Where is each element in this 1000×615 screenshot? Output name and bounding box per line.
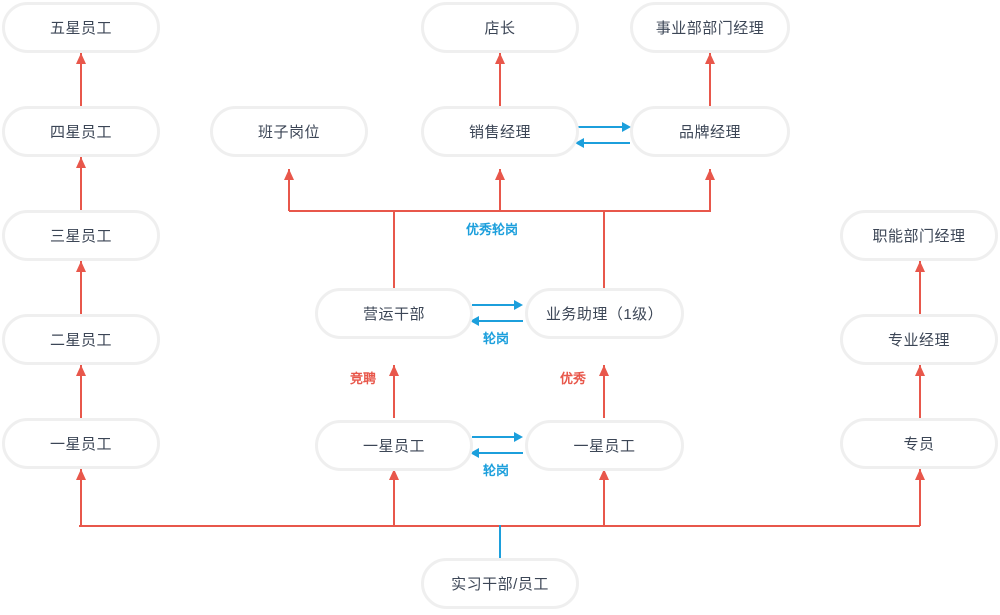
arrowhead-four-star <box>76 157 86 168</box>
edge-brand-mgr-to-div-dept-mgr <box>709 53 711 106</box>
edge-specialist-to-pro-mgr <box>919 365 921 418</box>
arrowhead-assistant <box>599 365 609 376</box>
edge-one-to-two-star <box>80 365 82 418</box>
edge-four-to-five-star <box>80 53 82 106</box>
node-label: 班子岗位 <box>257 124 320 141</box>
arrowhead-sales-mgr-lower <box>495 169 505 180</box>
node-functional-department-manager[interactable]: 职能部门经理 <box>840 210 998 261</box>
node-banzi-position[interactable]: 班子岗位 <box>210 106 368 157</box>
rotation-arrowhead-to-onestar-mid <box>470 448 479 458</box>
edge-label-rotation-lower: 轮岗 <box>483 463 510 478</box>
node-three-star-employee[interactable]: 三星员工 <box>2 210 160 261</box>
rotation-line-onestar-mid2-to-mid <box>479 452 523 454</box>
edge-two-to-three-star <box>80 261 82 314</box>
edge-bus-to-brand-mgr <box>709 169 711 211</box>
arrowhead-three-star <box>76 261 86 272</box>
node-specialist[interactable]: 专员 <box>840 418 998 469</box>
rotation-arrowhead-to-assistant <box>514 300 523 310</box>
edge-bus-to-one-star-left <box>80 469 82 526</box>
edge-bus-to-banzi <box>288 169 290 211</box>
rotation-arrowhead-to-brand <box>622 122 631 132</box>
node-label: 专业经理 <box>887 332 950 349</box>
rotation-arrowhead-to-yunying <box>470 316 479 326</box>
rotation-arrowhead-to-onestar-mid2 <box>514 432 523 442</box>
edge-label-rotation-upper: 轮岗 <box>483 331 510 346</box>
edge-label-competitive: 竞聘 <box>350 371 377 386</box>
node-label: 实习干部/员工 <box>451 576 549 593</box>
node-label: 一星员工 <box>49 436 112 453</box>
arrowhead-one-star-left <box>76 469 86 480</box>
edge-pro-to-func-dept-mgr <box>919 261 921 314</box>
edge-yunying-to-bus <box>393 210 395 314</box>
edge-bus-to-sales-mgr <box>499 169 501 211</box>
node-label: 三星员工 <box>49 228 112 245</box>
node-label: 职能部门经理 <box>872 228 966 245</box>
arrowhead-one-star-mid2 <box>599 469 609 480</box>
edge-bus-to-one-star-mid <box>393 469 395 526</box>
node-division-department-manager[interactable]: 事业部部门经理 <box>630 2 790 53</box>
rotation-line-brand-to-sales <box>584 142 630 144</box>
arrowhead-one-star-mid <box>389 469 399 480</box>
arrowhead-banzi <box>284 169 294 180</box>
arrowhead-yunying <box>389 365 399 376</box>
node-label: 品牌经理 <box>678 124 741 141</box>
node-label: 专员 <box>903 436 935 453</box>
node-label: 营运干部 <box>362 306 425 323</box>
node-sales-manager[interactable]: 销售经理 <box>421 106 579 157</box>
arrowhead-pro-mgr <box>915 365 925 376</box>
node-label: 店长 <box>484 20 516 37</box>
node-label: 销售经理 <box>468 124 531 141</box>
rotation-line-assistant-to-yunying <box>479 320 523 322</box>
arrowhead-dianzhang <box>495 53 505 64</box>
edge-upper-promotion-bus <box>289 210 711 212</box>
node-operations-cadre[interactable]: 营运干部 <box>315 288 473 339</box>
arrowhead-five-star <box>76 53 86 64</box>
arrowhead-specialist <box>915 469 925 480</box>
node-one-star-employee-left[interactable]: 一星员工 <box>2 418 160 469</box>
edge-intern-to-bus <box>499 525 501 558</box>
rotation-arrowhead-to-sales <box>575 138 584 148</box>
arrowhead-brand-mgr-lower <box>705 169 715 180</box>
edge-label-excellent-rotation: 优秀轮岗 <box>466 222 519 237</box>
rotation-line-yunying-to-assistant <box>472 304 516 306</box>
edge-bus-to-specialist <box>919 469 921 526</box>
edge-one-star-mid2-to-assistant <box>603 365 605 418</box>
node-store-manager[interactable]: 店长 <box>421 2 579 53</box>
arrowhead-div-dept-mgr <box>705 53 715 64</box>
node-brand-manager[interactable]: 品牌经理 <box>630 106 790 157</box>
node-one-star-employee-mid[interactable]: 一星员工 <box>315 420 473 471</box>
node-label: 业务助理（1级） <box>545 306 664 323</box>
edge-one-star-mid-to-yunying <box>393 365 395 418</box>
node-label: 四星员工 <box>49 124 112 141</box>
node-intern-cadre-employee[interactable]: 实习干部/员工 <box>421 558 579 609</box>
arrowhead-two-star <box>76 365 86 376</box>
node-four-star-employee[interactable]: 四星员工 <box>2 106 160 157</box>
edge-bus-to-one-star-mid2 <box>603 469 605 526</box>
node-label: 一星员工 <box>573 438 636 455</box>
edge-three-to-four-star <box>80 157 82 210</box>
node-label: 一星员工 <box>362 438 425 455</box>
rotation-line-sales-to-brand <box>578 126 624 128</box>
node-one-star-employee-mid2[interactable]: 一星员工 <box>525 420 684 471</box>
arrowhead-func-dept-mgr <box>915 261 925 272</box>
node-label: 五星员工 <box>49 20 112 37</box>
node-business-assistant-level1[interactable]: 业务助理（1级） <box>525 288 684 339</box>
node-professional-manager[interactable]: 专业经理 <box>840 314 998 365</box>
node-two-star-employee[interactable]: 二星员工 <box>2 314 160 365</box>
edge-label-excellent: 优秀 <box>560 371 587 386</box>
node-label: 事业部部门经理 <box>655 20 765 37</box>
node-five-star-employee[interactable]: 五星员工 <box>2 2 160 53</box>
rotation-line-onestar-mid-to-mid2 <box>472 436 516 438</box>
edge-assistant-to-bus <box>603 210 605 314</box>
edge-sales-mgr-to-dianzhang <box>499 53 501 106</box>
node-label: 二星员工 <box>49 332 112 349</box>
